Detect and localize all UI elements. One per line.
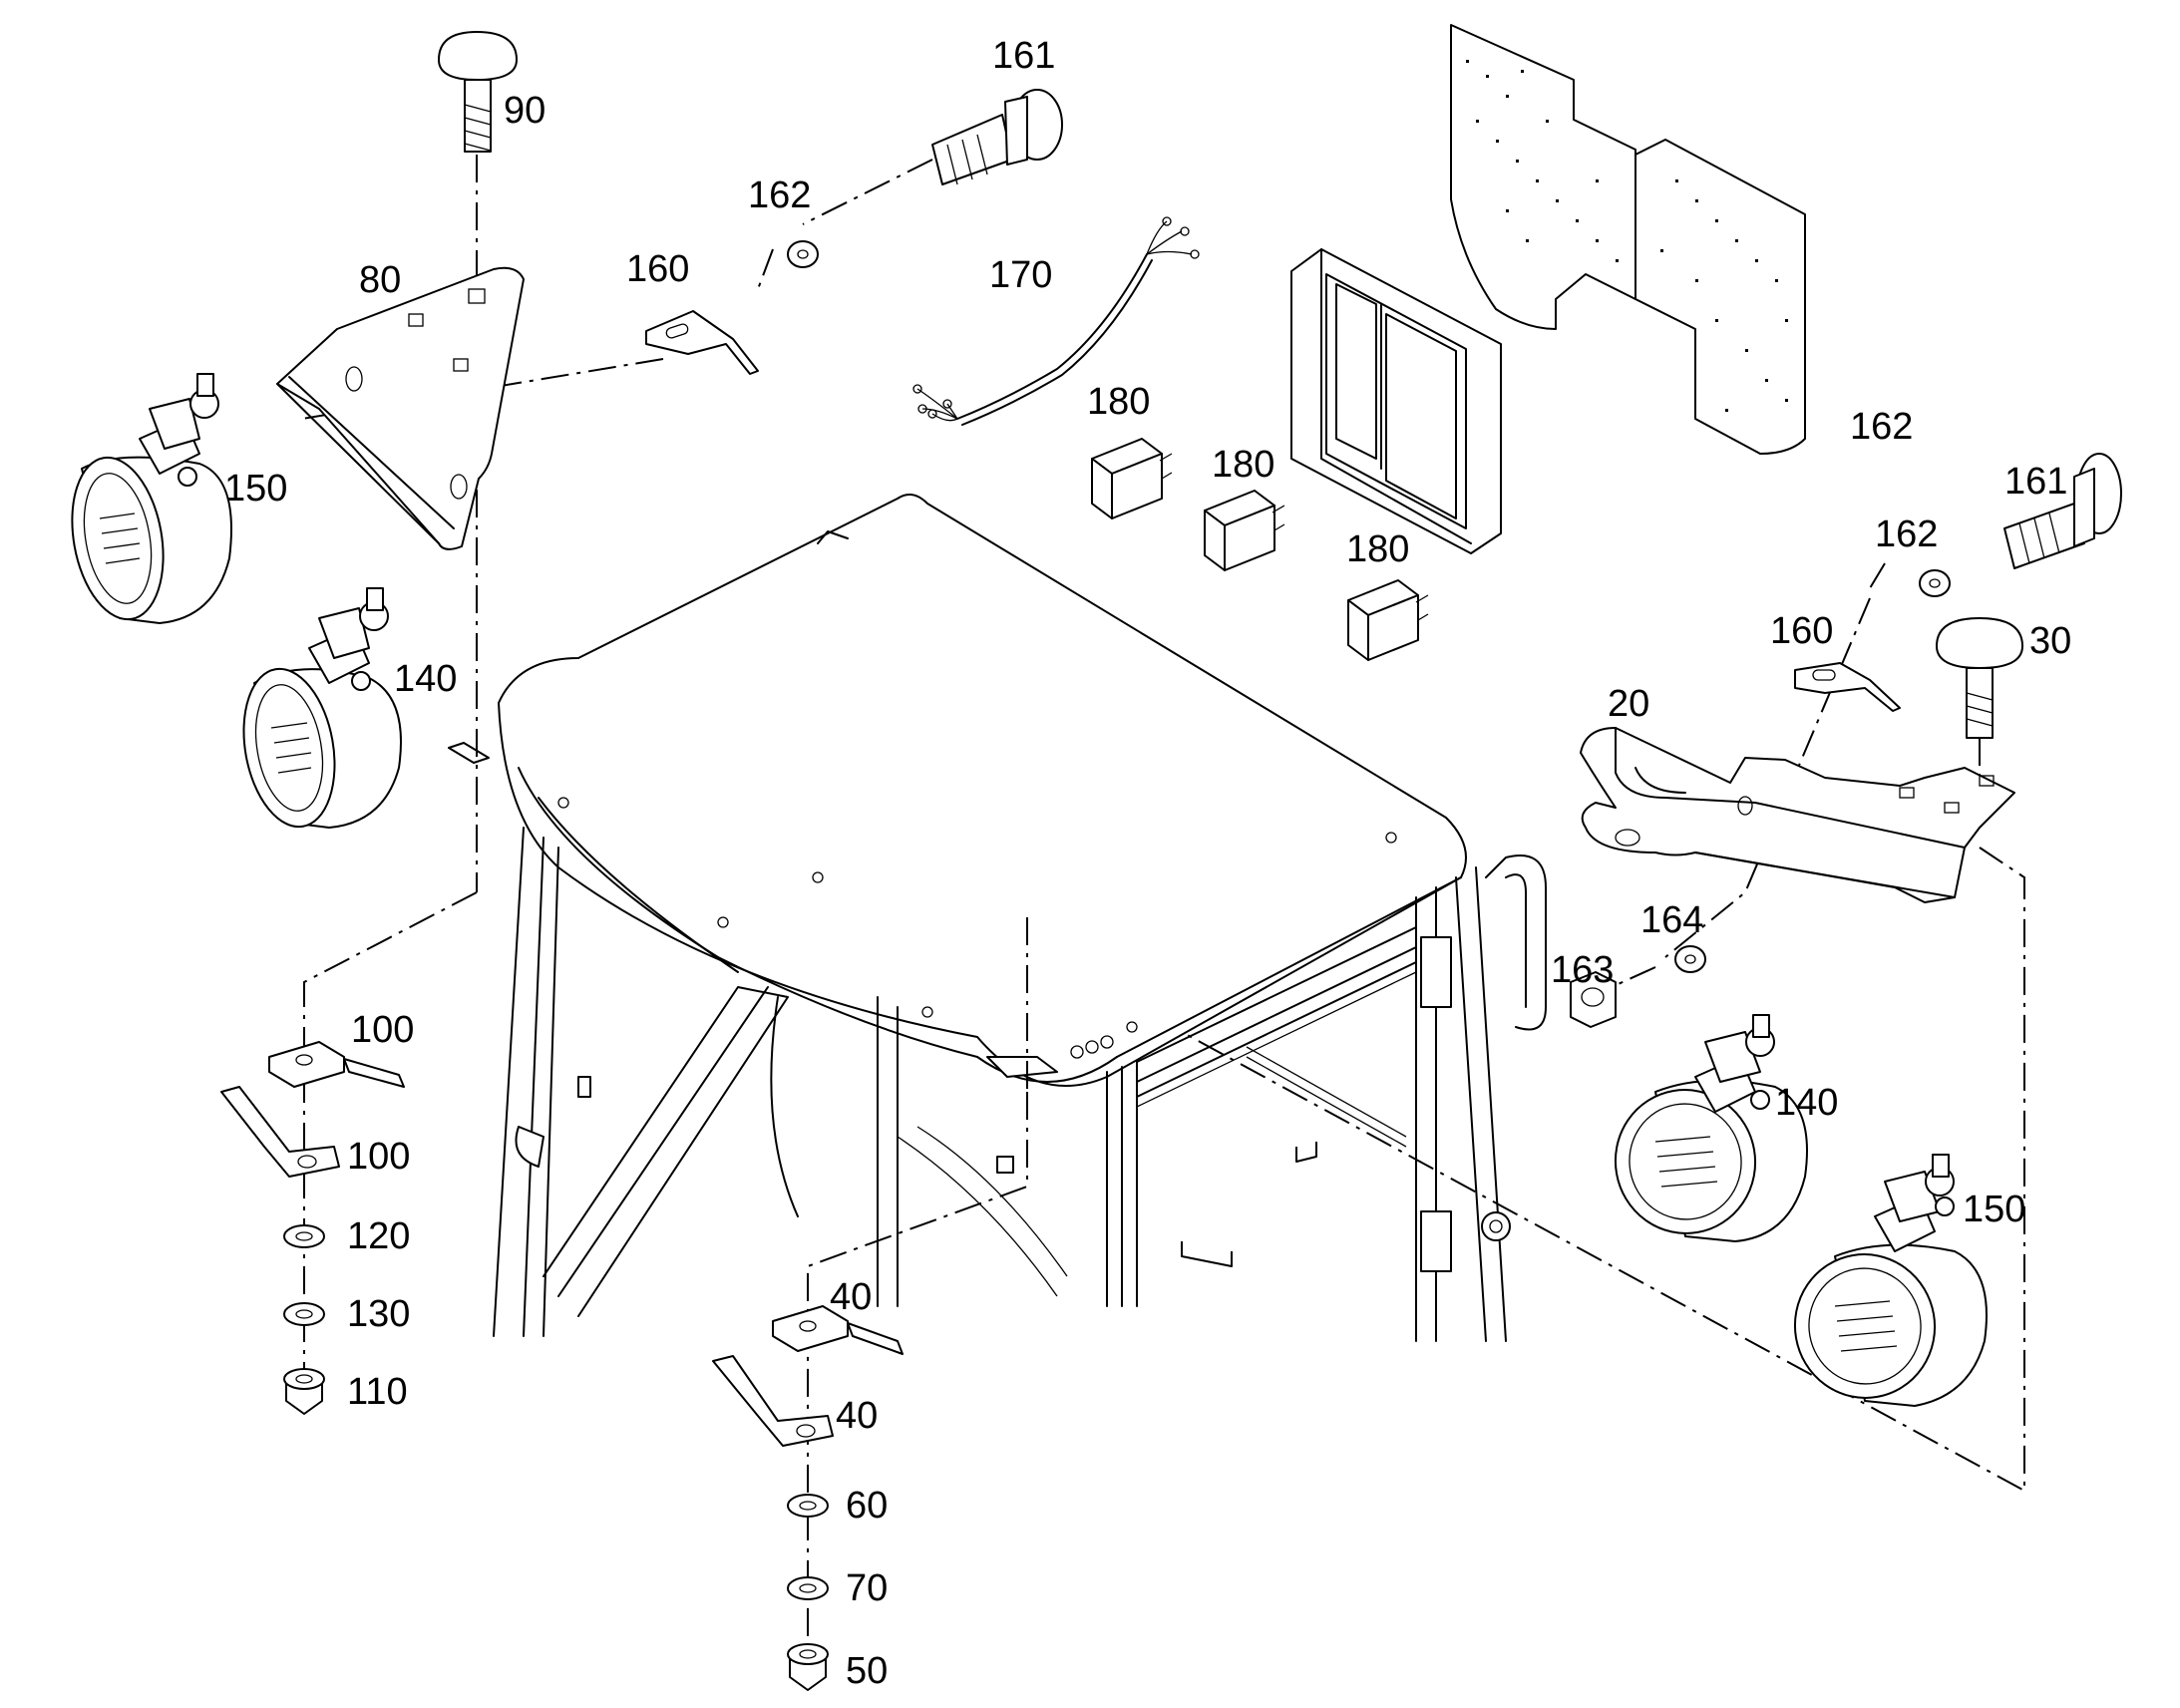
label-150b: 150: [1963, 1189, 2025, 1230]
label-160b: 160: [1770, 610, 1833, 652]
part-labels: 90 161 162 160 80 170 150 180 180 180 16…: [224, 35, 2071, 1692]
part-100-clips-left: [220, 1041, 405, 1178]
part-160-clip-right: [1794, 662, 1901, 712]
label-164: 164: [1640, 899, 1703, 941]
part-90-bolt: [438, 31, 518, 153]
part-170-harness: [912, 216, 1200, 426]
label-140b: 140: [1775, 1082, 1838, 1124]
part-110-nut: [283, 1368, 325, 1415]
label-40b: 40: [836, 1395, 878, 1437]
part-162-washer-top: [787, 240, 819, 268]
label-162b: 162: [1850, 406, 1913, 448]
part-20-bracket: [1580, 727, 2015, 903]
label-180b: 180: [1212, 444, 1274, 486]
part-50-nut: [787, 1643, 829, 1691]
part-140-lamp-right: [1614, 1014, 1808, 1242]
label-90: 90: [504, 90, 545, 132]
part-160-clip-left: [645, 310, 759, 375]
part-40-clips: [712, 1305, 904, 1447]
part-80-bracket: [276, 266, 525, 550]
label-120: 120: [347, 1215, 410, 1257]
label-40a: 40: [830, 1276, 872, 1318]
part-161-bolt-top: [931, 89, 1063, 185]
label-161b: 161: [2004, 461, 2067, 503]
part-163-nut: [1570, 971, 1617, 1028]
part-162-washer-right: [1919, 569, 1951, 597]
part-162-panels: [1450, 24, 1806, 455]
cab-frame: [448, 494, 1547, 1342]
label-163: 163: [1551, 949, 1614, 991]
label-100a: 100: [351, 1009, 414, 1051]
part-60-washer: [787, 1494, 829, 1518]
control-module: [1290, 248, 1502, 554]
part-161-bolt-right: [2003, 453, 2122, 569]
part-164-washer: [1674, 945, 1706, 973]
part-130-washer: [283, 1302, 325, 1326]
part-120-washer: [283, 1224, 325, 1248]
label-100b: 100: [347, 1136, 410, 1178]
part-150-lamp-right: [1793, 1154, 1988, 1407]
part-150-lamp-left: [71, 373, 232, 624]
part-70-washer: [787, 1576, 829, 1600]
label-180a: 180: [1087, 381, 1150, 423]
label-162a: 162: [748, 174, 811, 216]
label-70: 70: [846, 1567, 888, 1609]
label-30: 30: [2029, 620, 2071, 662]
label-162c: 162: [1875, 513, 1938, 555]
label-20: 20: [1608, 683, 1649, 725]
label-170: 170: [989, 254, 1052, 296]
label-130: 130: [347, 1293, 410, 1335]
label-60: 60: [846, 1485, 888, 1527]
label-50: 50: [846, 1650, 888, 1692]
label-161a: 161: [992, 35, 1055, 77]
label-140a: 140: [394, 658, 457, 700]
part-180-relays: [1091, 438, 1429, 661]
label-80: 80: [359, 259, 401, 301]
label-180c: 180: [1346, 528, 1409, 570]
label-160a: 160: [626, 248, 689, 290]
label-150a: 150: [224, 468, 287, 510]
label-110: 110: [347, 1371, 408, 1413]
part-30-bolt: [1936, 617, 2023, 739]
part-140-lamp-left: [242, 587, 402, 829]
